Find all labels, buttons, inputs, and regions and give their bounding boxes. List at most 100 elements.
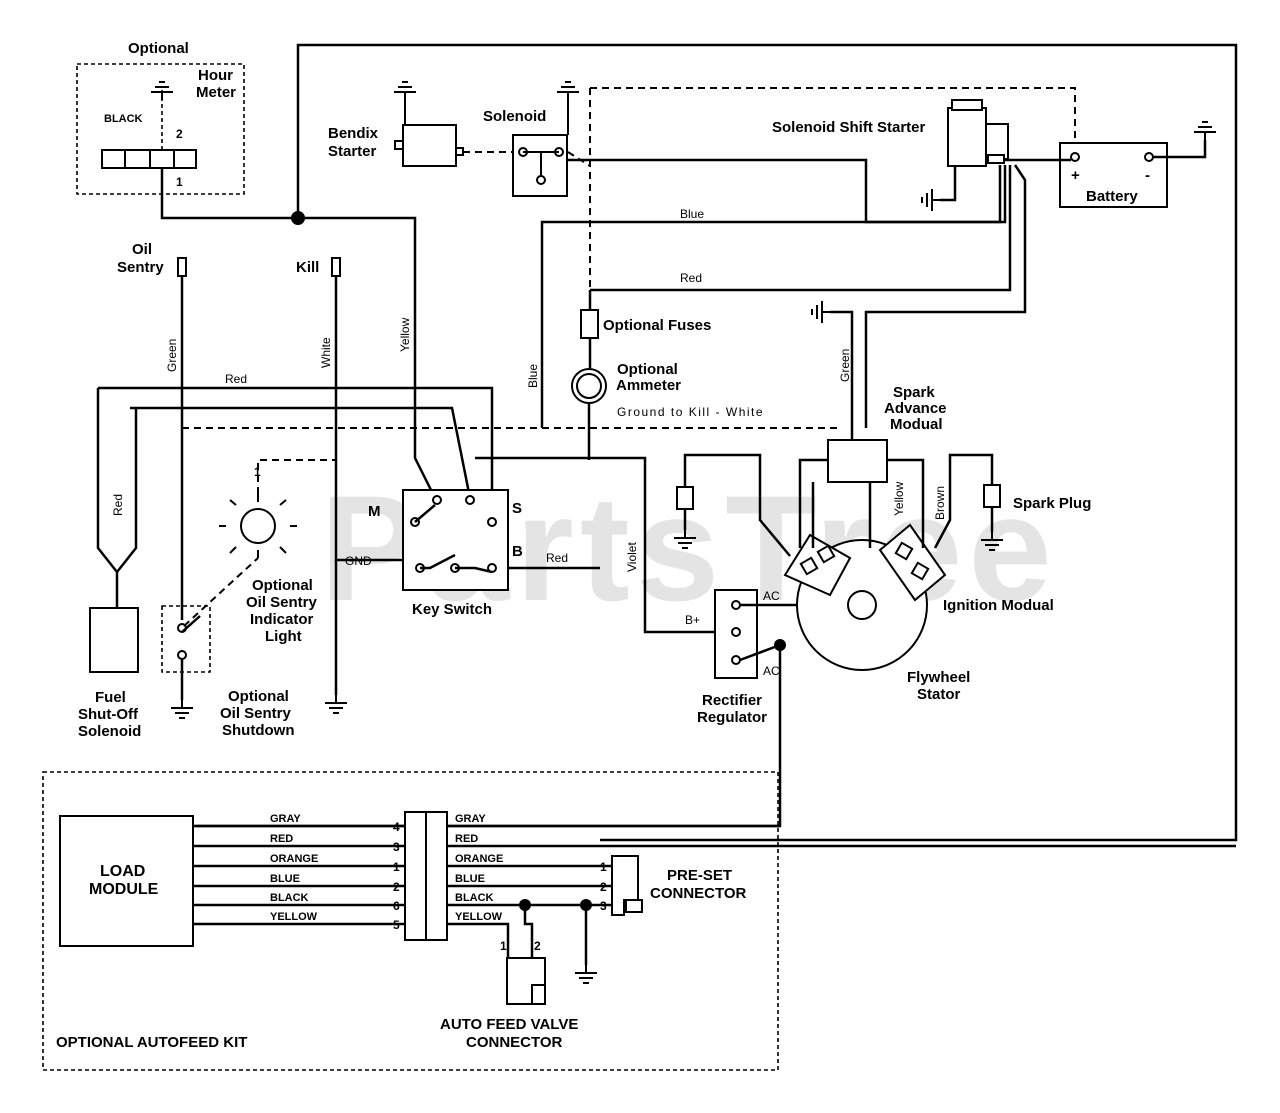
harness-wire-color: BLUE (455, 873, 485, 885)
solenoid-shift-starter (921, 99, 1009, 212)
key-switch (402, 489, 600, 591)
ground-to-kill-label: Ground to Kill - White (617, 405, 764, 419)
indicator-pin: 1 (254, 465, 261, 479)
optional-ammeter (571, 368, 607, 460)
bendix-starter (393, 81, 464, 167)
preset-label-1: PRE-SET (667, 867, 732, 884)
harness-wire-pin: 3 (600, 899, 607, 913)
hour-meter-pin-1: 1 (176, 175, 183, 189)
hour-meter-label-1: Hour (198, 67, 233, 84)
load-wire-color: RED (270, 833, 293, 845)
flywheel-stator (783, 523, 947, 671)
solenoid (512, 81, 580, 197)
key-switch-label: Key Switch (412, 601, 492, 618)
key-b: B (512, 543, 523, 560)
battery-label: Battery (1086, 188, 1138, 205)
wire-red-left-vertical: Red (111, 494, 125, 516)
hour-meter (76, 63, 245, 195)
load-wire-pin: 4 (393, 820, 400, 834)
spark-plug-label: Spark Plug (1013, 495, 1091, 512)
wire-green-right: Green (838, 349, 852, 382)
fuel-shutoff-solenoid (89, 572, 139, 673)
harness-wire-pin: 1 (600, 860, 607, 874)
flywheel-label-2: Stator (917, 686, 961, 703)
wire-yellow-left: Yellow (398, 317, 412, 352)
indicator-label-3: Indicator (250, 611, 314, 628)
wire-blue-vertical: Blue (526, 364, 540, 388)
load-wire-pin: 6 (393, 899, 400, 913)
wire-brown-ign: Brown (933, 486, 947, 520)
key-s: S (512, 500, 522, 517)
preset-label-2: CONNECTOR (650, 885, 747, 902)
key-m: M (368, 503, 381, 520)
autofeed-label-2: CONNECTOR (466, 1034, 563, 1051)
spark-plug (933, 453, 1004, 551)
battery-minus: - (1145, 167, 1150, 184)
oil-sentry-label-1: Oil (132, 241, 152, 258)
auto-feed-valve-connector (447, 899, 598, 1005)
wire-blue-top: Blue (680, 207, 704, 221)
oil-sentry-label-2: Sentry (117, 259, 164, 276)
indicator-label-2: Oil Sentry (246, 594, 318, 611)
kill-label: Kill (296, 259, 319, 276)
fuel-label-2: Shut-Off (78, 706, 139, 723)
harness-wire-color: BLACK (455, 892, 494, 904)
optional-fuses (580, 290, 599, 368)
load-wire-color: BLUE (270, 873, 300, 885)
load-module-label-1: LOAD (100, 863, 145, 880)
bendix-label-2: Starter (328, 143, 377, 160)
battery-plus: + (1071, 167, 1080, 184)
rectifier-ac-top: AC (763, 589, 780, 603)
rectifier-ac-bottom: AC (763, 664, 780, 678)
load-wire-pin: 5 (393, 918, 400, 932)
harness-wire-color: GRAY (455, 813, 486, 825)
autofeed-kit-label: OPTIONAL AUTOFEED KIT (56, 1034, 247, 1051)
oil-sentry-indicator-light (181, 428, 336, 627)
spark-advance-module (673, 439, 925, 557)
load-module-label-2: MODULE (89, 881, 159, 898)
solenoid-shift-starter-label: Solenoid Shift Starter (772, 119, 926, 136)
load-wire-color: YELLOW (270, 911, 318, 923)
wire-green-left: Green (165, 339, 179, 372)
spark-advance-label-1: Spark (893, 384, 935, 401)
ignition-label: Ignition Modual (943, 597, 1054, 614)
load-module (59, 815, 194, 947)
load-wire-color: ORANGE (270, 853, 318, 865)
fuel-label-3: Solenoid (78, 723, 141, 740)
kill-terminal (331, 257, 341, 277)
key-gnd: GND (345, 554, 372, 568)
indicator-label-1: Optional (252, 577, 313, 594)
rectifier-label-1: Rectifier (702, 692, 762, 709)
harness-wire-color: ORANGE (455, 853, 503, 865)
wire-red-top: Red (680, 271, 702, 285)
wire-red-horizontal: Red (225, 372, 247, 386)
load-wire-color: GRAY (270, 813, 301, 825)
solenoid-label: Solenoid (483, 108, 546, 125)
hour-meter-pin-2: 2 (176, 127, 183, 141)
wire-red-key: Red (546, 551, 568, 565)
autofeed-kit-boundary (42, 771, 779, 1071)
load-wire-pin: 2 (393, 880, 400, 894)
flywheel-label-1: Flywheel (907, 669, 970, 686)
bendix-label-1: Bendix (328, 125, 379, 142)
hour-meter-label-2: Meter (196, 84, 236, 101)
wire-white-left: White (319, 337, 333, 368)
optional-label: Optional (128, 40, 189, 57)
pre-set-connector (611, 855, 643, 916)
load-wire-pin: 3 (393, 840, 400, 854)
rectifier-bplus: B+ (685, 613, 700, 627)
optional-fuses-label: Optional Fuses (603, 317, 711, 334)
black-label: BLACK (104, 113, 143, 125)
ammeter-label-2: Ammeter (616, 377, 681, 394)
load-module-wire-list: GRAY4RED3ORANGE1BLUE2BLACK6YELLOW5GRAYRE… (193, 813, 1236, 932)
autofeed-pin-1: 1 (500, 939, 507, 953)
wire-violet: Violet (625, 542, 639, 572)
autofeed-label-1: AUTO FEED VALVE (440, 1016, 578, 1033)
indicator-label-4: Light (265, 628, 302, 645)
shutdown-label-3: Shutdown (222, 722, 294, 739)
harness-wire-pin: 2 (600, 880, 607, 894)
battery (1004, 121, 1217, 208)
spark-advance-label-3: Modual (890, 416, 943, 433)
oil-sentry-shutdown (161, 605, 211, 719)
